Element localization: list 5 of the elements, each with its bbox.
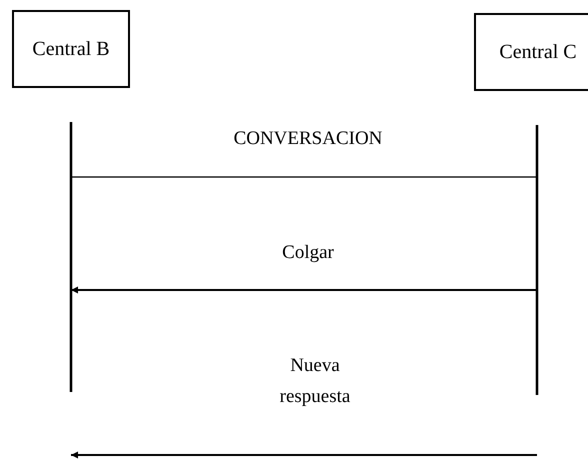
entity-box: Central C xyxy=(474,13,588,91)
message-arrow xyxy=(71,452,537,458)
message-arrow xyxy=(71,286,537,294)
message-line xyxy=(71,176,537,178)
entity-box: Central B xyxy=(12,10,130,88)
